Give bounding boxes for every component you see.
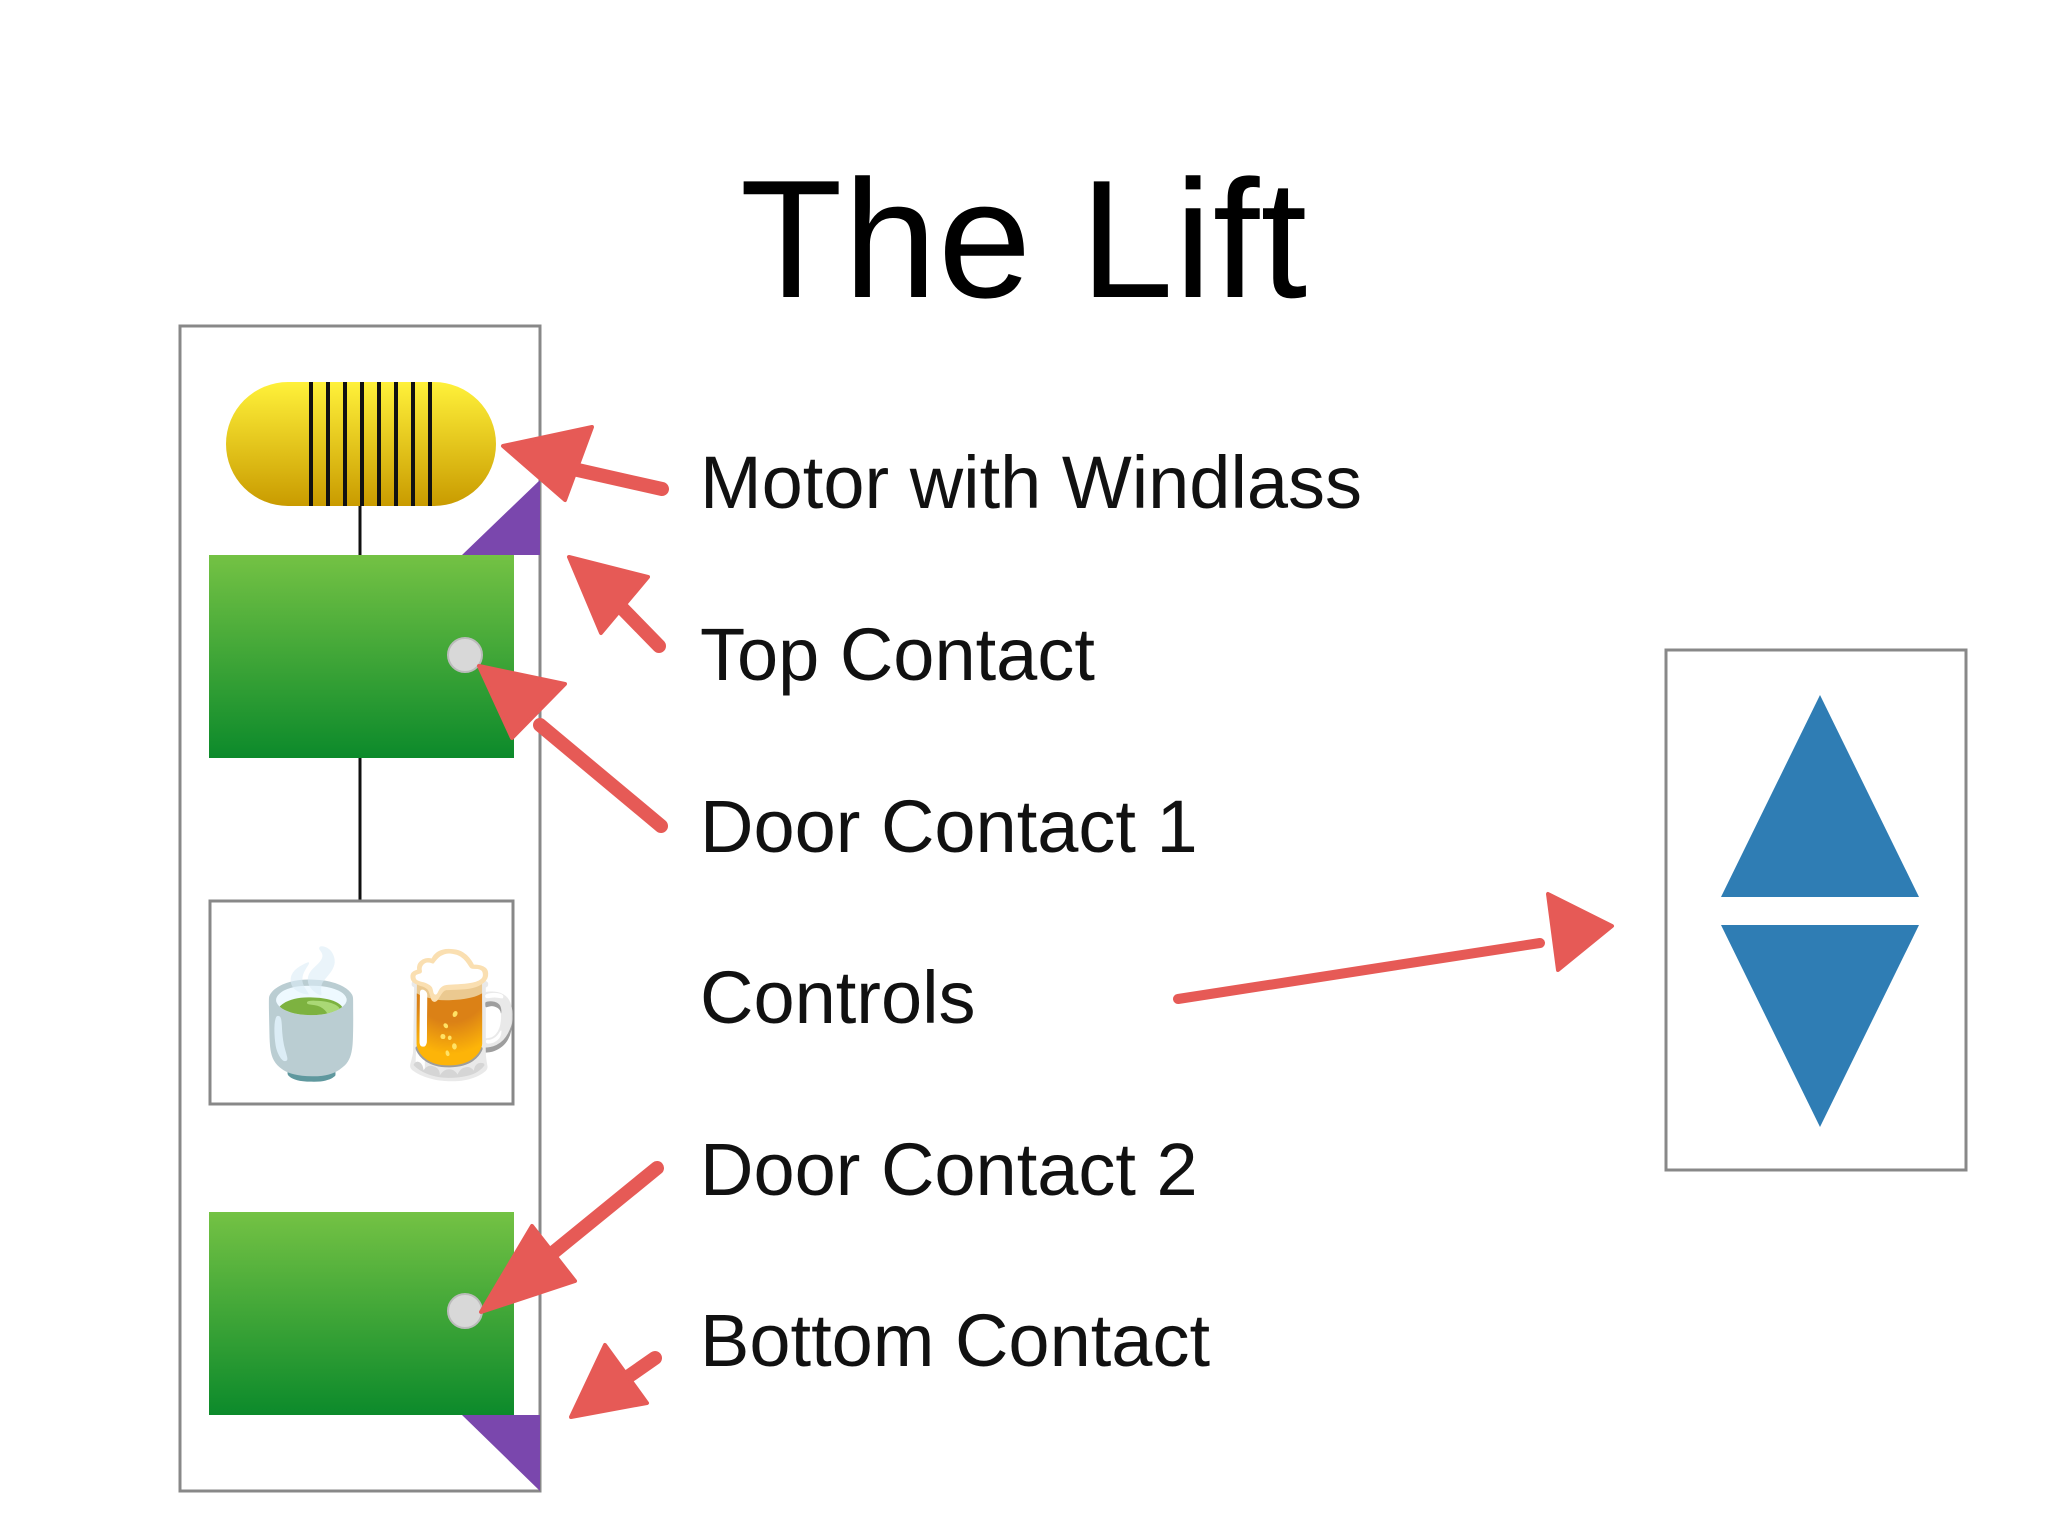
annotation-arrows: [477, 425, 1614, 1419]
windlass-icon: [309, 382, 432, 506]
up-arrow-icon[interactable]: [1721, 695, 1919, 897]
label-bottom-contact: Bottom Contact: [700, 1299, 1211, 1382]
door-contact-2-icon: [447, 1293, 483, 1329]
controls-box: [208, 899, 515, 1106]
door-contact-1-icon: [447, 637, 483, 673]
slide-title: The Lift: [739, 145, 1309, 333]
label-door-contact-1: Door Contact 1: [700, 785, 1198, 868]
bottom-contact-icon: [462, 1415, 540, 1491]
label-controls: Controls: [700, 956, 976, 1039]
label-motor: Motor with Windlass: [700, 441, 1363, 524]
label-door-contact-2: Door Contact 2: [700, 1128, 1198, 1211]
down-arrow-icon[interactable]: [1721, 925, 1919, 1127]
tea-cup-icon: 🍵: [237, 948, 387, 1082]
label-top-contact: Top Contact: [700, 613, 1095, 696]
top-contact-icon: [462, 480, 540, 555]
beer-mug-icon: 🍺: [380, 948, 530, 1082]
